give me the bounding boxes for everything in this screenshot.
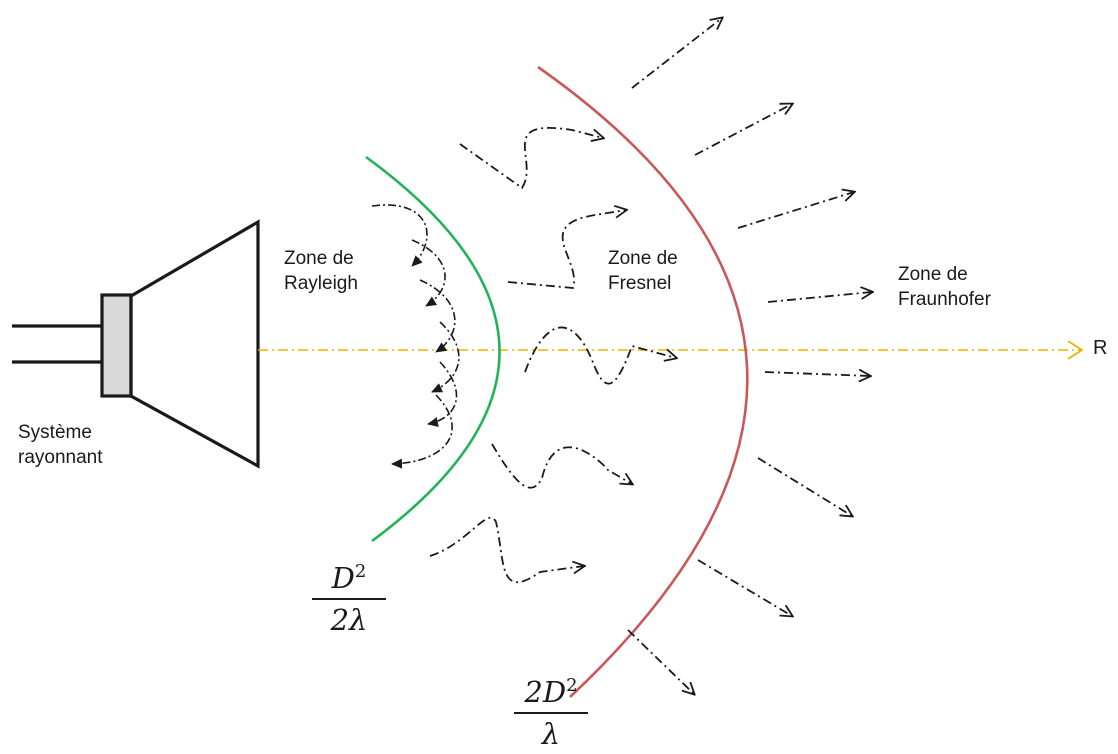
fresnel-zone-label: Zone de Fresnel	[608, 246, 678, 296]
rayleigh-zone-label-line2: Rayleigh	[284, 273, 358, 294]
radiating-system-label: Système rayonnant	[18, 420, 103, 470]
emitter-block	[100, 293, 133, 398]
fraunhofer-formula-numerator: 2D2	[524, 675, 578, 709]
rayleigh-zone-label-line1: Zone de	[284, 248, 354, 269]
rayleigh-formula-numerator: D2	[331, 561, 367, 595]
fraunhofer-zone-label-line1: Zone de	[898, 264, 968, 285]
fresnel-field-arrows	[429, 127, 676, 584]
fraunhofer-field-arrows	[627, 18, 872, 694]
radiating-system-label-line2: rayonnant	[18, 447, 103, 468]
axis-label-r: R	[1093, 337, 1108, 359]
rayleigh-distance-formula: D2 2λ	[312, 554, 386, 638]
propagation-axis	[258, 340, 1084, 360]
rayleigh-field-arrows	[371, 204, 460, 469]
rayleigh-formula-bar	[312, 598, 386, 600]
radiating-system-label-line1: Système	[18, 422, 92, 443]
radiating-system	[12, 219, 260, 469]
axis-arrowhead	[1067, 340, 1084, 360]
rayleigh-zone-label: Zone de Rayleigh	[284, 246, 358, 296]
fraunhofer-distance-formula: 2D2 λ	[514, 668, 588, 752]
rayleigh-fresnel-boundary	[365, 155, 501, 543]
fraunhofer-formula-denominator: λ	[541, 717, 561, 751]
fraunhofer-formula-bar	[514, 712, 588, 714]
fresnel-zone-label-line1: Zone de	[608, 248, 678, 269]
rayleigh-formula-denominator: 2λ	[330, 603, 368, 637]
fraunhofer-zone-label: Zone de Fraunhofer	[898, 262, 991, 312]
fresnel-zone-label-line2: Fresnel	[608, 273, 672, 294]
fresnel-fraunhofer-boundary	[537, 65, 749, 698]
horn-antenna	[129, 219, 260, 469]
fraunhofer-zone-label-line2: Fraunhofer	[898, 289, 991, 310]
